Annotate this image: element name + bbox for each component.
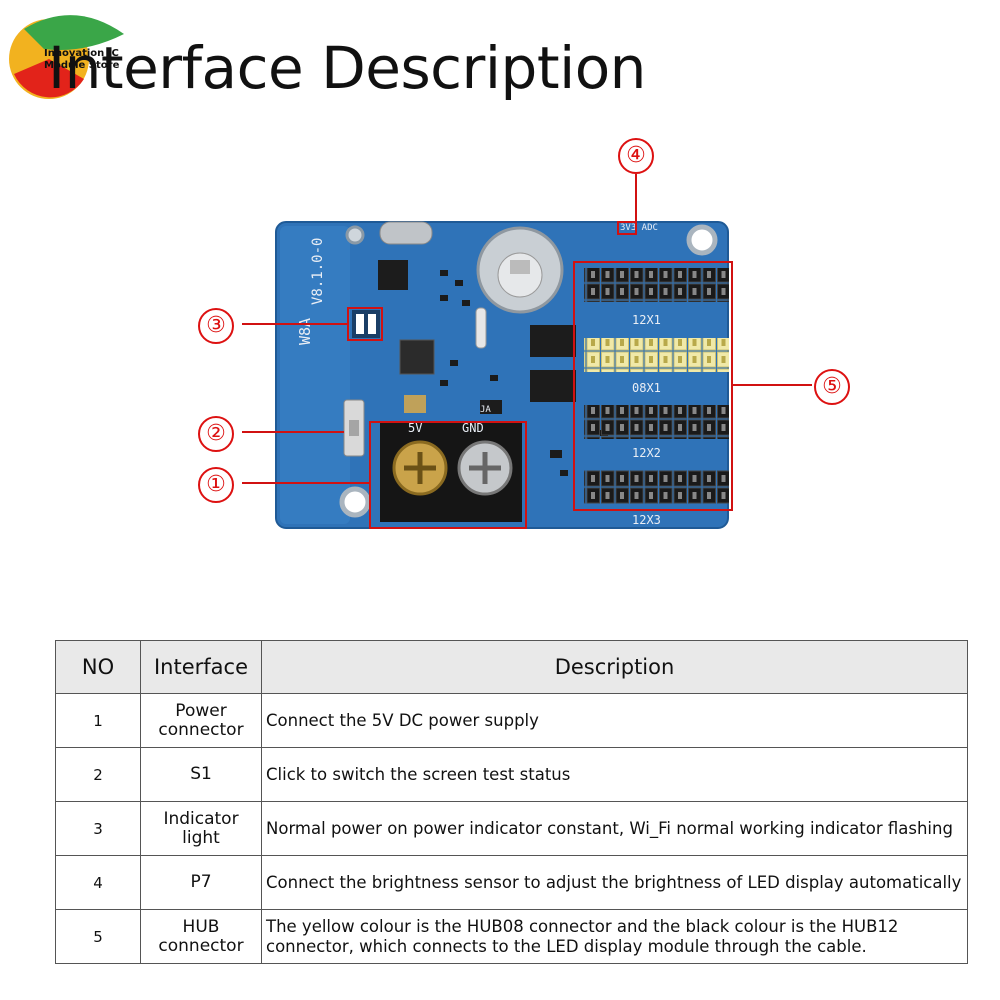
mounting-hole bbox=[686, 224, 718, 256]
logo-text: Innovation IC Module Store bbox=[44, 48, 120, 71]
hub-12x3-header bbox=[584, 470, 729, 504]
hub-08x1-header bbox=[584, 338, 729, 372]
store-logo: Innovation IC Module Store bbox=[4, 4, 124, 104]
table-row: 2 S1 Click to switch the screen test sta… bbox=[55, 747, 968, 802]
row-description: Connect the 5V DC power supply bbox=[261, 693, 968, 748]
row-description: Normal power on power indicator constant… bbox=[261, 801, 968, 856]
row-no: 1 bbox=[55, 693, 141, 748]
table-header-row: NO Interface Description bbox=[55, 640, 968, 694]
hub-12x2-header bbox=[584, 405, 729, 439]
highlight-power bbox=[369, 421, 527, 529]
row-no: 5 bbox=[55, 909, 141, 964]
chip bbox=[530, 325, 576, 357]
callout-4: ④ bbox=[618, 138, 654, 174]
silk-08x1: 08X1 bbox=[632, 381, 661, 395]
silk-12x3: 12X3 bbox=[632, 513, 661, 527]
row-no: 4 bbox=[55, 855, 141, 910]
table-row: 4 P7 Connect the brightness sensor to ad… bbox=[55, 855, 968, 910]
silk-ja: JA bbox=[480, 405, 491, 415]
row-interface: S1 bbox=[140, 747, 262, 802]
silk-12x1: 12X1 bbox=[632, 313, 661, 327]
silk-12x2: 12X2 bbox=[632, 446, 661, 460]
controller-board-diagram: V8.1.0-0 W8A 3V3 ADC 5V GND JA 12X1 08X1… bbox=[242, 174, 812, 529]
callout-1: ① bbox=[198, 467, 234, 503]
page-title: Interface Description bbox=[48, 34, 646, 102]
silk-gnd: GND bbox=[462, 421, 484, 435]
row-description: Click to switch the screen test status bbox=[261, 747, 968, 802]
row-interface: P7 bbox=[140, 855, 262, 910]
silk-5v: 5V bbox=[408, 421, 422, 435]
hub-12x1-header bbox=[584, 268, 729, 302]
logo-icon bbox=[9, 15, 124, 99]
header-description: Description bbox=[261, 640, 968, 694]
chip bbox=[399, 339, 435, 375]
silk-top-label: 3V3 ADC bbox=[620, 223, 658, 233]
row-description: Connect the brightness sensor to adjust … bbox=[261, 855, 968, 910]
header-interface: Interface bbox=[140, 640, 262, 694]
silk-model: W8A bbox=[296, 318, 314, 345]
row-no: 2 bbox=[55, 747, 141, 802]
header-no: NO bbox=[55, 640, 141, 694]
mounting-hole bbox=[345, 225, 365, 245]
chip bbox=[378, 260, 408, 290]
callout-2: ② bbox=[198, 416, 234, 452]
callout-5: ⑤ bbox=[814, 369, 850, 405]
chip bbox=[530, 370, 576, 402]
row-no: 3 bbox=[55, 801, 141, 856]
mounting-hole bbox=[339, 486, 371, 518]
highlight-p7 bbox=[617, 221, 637, 235]
row-description: The yellow colour is the HUB08 connector… bbox=[261, 909, 968, 964]
callout-3: ③ bbox=[198, 308, 234, 344]
silk-version: V8.1.0-0 bbox=[310, 238, 326, 305]
